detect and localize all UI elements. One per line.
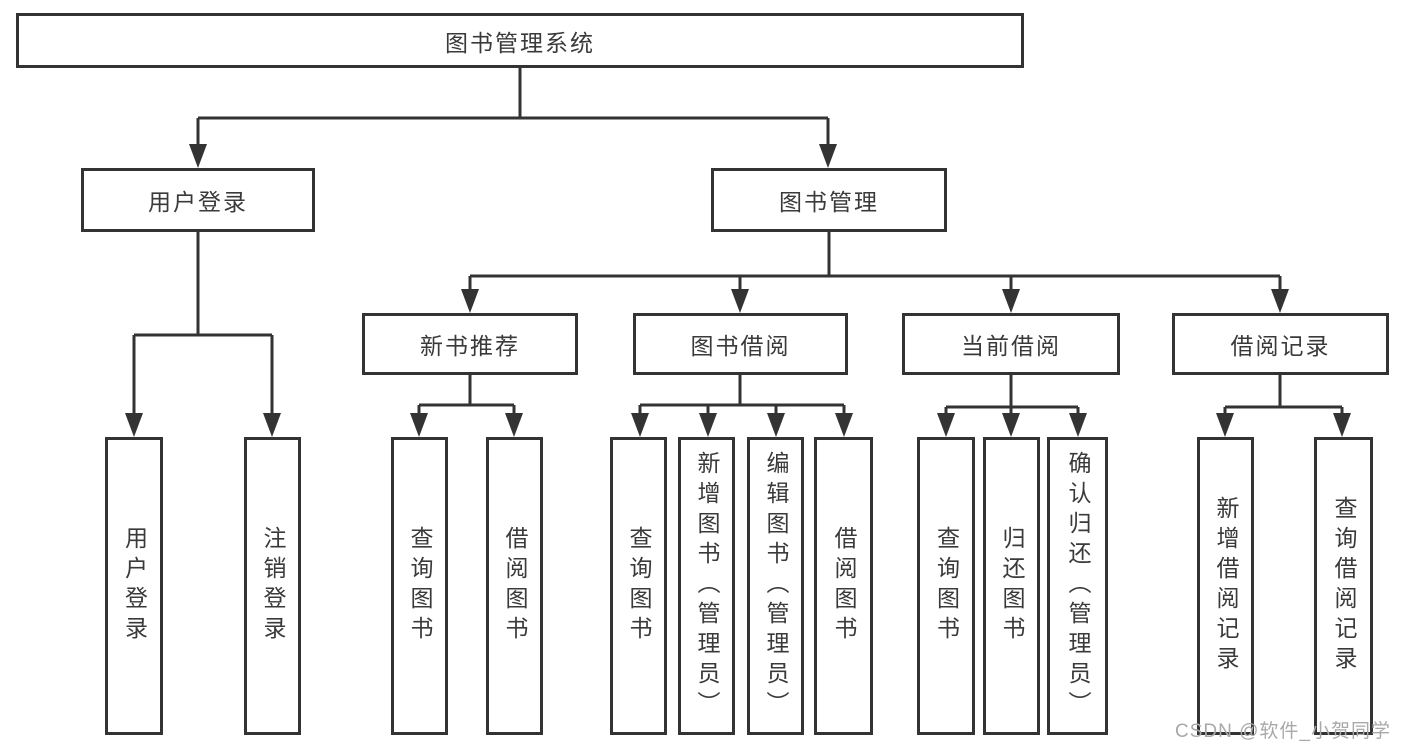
node-user-login-label: 用户登录 bbox=[148, 189, 248, 215]
node-new-book-recommend: 新书推荐 bbox=[362, 313, 578, 375]
node-current-borrow-label: 当前借阅 bbox=[961, 333, 1061, 359]
leaf-borrow-books-2-label: 借阅图书 bbox=[831, 526, 857, 646]
node-root-label: 图书管理系统 bbox=[445, 29, 595, 56]
leaf-add-borrow-record-label: 新增借阅记录 bbox=[1213, 496, 1239, 676]
leaf-query-books-1-label: 查询图书 bbox=[407, 526, 433, 646]
node-borrow-records: 借阅记录 bbox=[1172, 313, 1389, 375]
node-book-borrow: 图书借阅 bbox=[633, 313, 848, 375]
arrowheads bbox=[125, 144, 1351, 437]
leaf-query-books-1: 查询图书 bbox=[391, 437, 448, 735]
leaf-user-login-label: 用户登录 bbox=[121, 526, 148, 646]
leaf-query-borrow-record: 查询借阅记录 bbox=[1314, 437, 1373, 735]
leaf-borrow-books-1: 借阅图书 bbox=[486, 437, 543, 735]
node-book-borrow-label: 图书借阅 bbox=[690, 333, 791, 359]
leaf-logout-label: 注销登录 bbox=[260, 526, 286, 646]
node-borrow-records-label: 借阅记录 bbox=[1230, 333, 1331, 359]
leaf-add-borrow-record: 新增借阅记录 bbox=[1197, 437, 1254, 735]
leaf-return-books: 归还图书 bbox=[983, 437, 1040, 735]
leaf-add-books-admin-label: 新增图书（管理员） bbox=[694, 451, 720, 721]
node-book-management: 图书管理 bbox=[711, 168, 947, 232]
leaf-add-books-admin: 新增图书（管理员） bbox=[678, 437, 735, 735]
node-new-book-recommend-label: 新书推荐 bbox=[420, 333, 520, 359]
leaf-edit-books-admin: 编辑图书（管理员） bbox=[747, 437, 804, 735]
leaf-confirm-return-admin-label: 确认归还（管理员） bbox=[1065, 451, 1091, 721]
leaf-confirm-return-admin: 确认归还（管理员） bbox=[1047, 437, 1108, 735]
leaf-borrow-books-2: 借阅图书 bbox=[814, 437, 873, 735]
leaf-return-books-label: 归还图书 bbox=[999, 526, 1025, 646]
leaf-query-books-3: 查询图书 bbox=[917, 437, 975, 735]
leaf-logout: 注销登录 bbox=[244, 437, 301, 735]
leaf-edit-books-admin-label: 编辑图书（管理员） bbox=[763, 451, 789, 721]
node-current-borrow: 当前借阅 bbox=[902, 313, 1120, 375]
leaf-query-books-3-label: 查询图书 bbox=[933, 526, 960, 646]
node-book-management-label: 图书管理 bbox=[779, 189, 879, 215]
node-user-login: 用户登录 bbox=[81, 168, 315, 232]
leaf-query-books-2: 查询图书 bbox=[610, 437, 667, 735]
leaf-query-borrow-record-label: 查询借阅记录 bbox=[1331, 496, 1357, 676]
leaf-user-login: 用户登录 bbox=[105, 437, 163, 735]
csdn-watermark: CSDN @软件_小贺同学 bbox=[1175, 721, 1391, 742]
node-root: 图书管理系统 bbox=[16, 13, 1024, 68]
leaf-borrow-books-1-label: 借阅图书 bbox=[502, 526, 528, 646]
leaf-query-books-2-label: 查询图书 bbox=[626, 526, 652, 646]
